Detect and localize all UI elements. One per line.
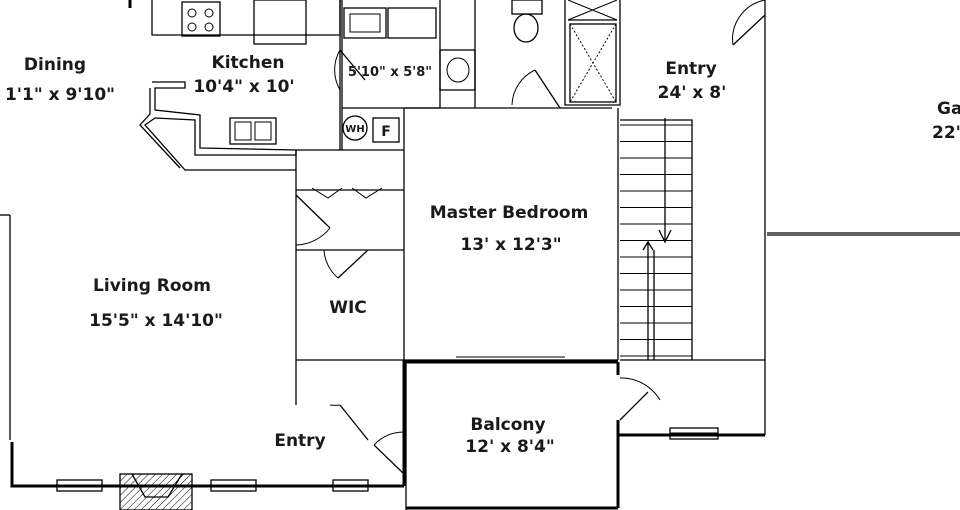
shower-icon [567, 0, 618, 103]
refrigerator-icon [253, 0, 307, 45]
dining-label: Dining [24, 55, 86, 75]
living-room-dims: 15'5" x 14'10" [89, 311, 223, 331]
water-heater-icon: WH [342, 115, 368, 141]
garage-label: Ga [937, 99, 960, 119]
fireplace-icon [119, 473, 193, 510]
washer-dryer-icon [343, 7, 437, 39]
water-heater-label: WH [345, 124, 364, 135]
toilet-icon [511, 0, 543, 43]
kitchen-label: Kitchen [212, 53, 285, 73]
kitchen-sink-icon [229, 117, 277, 145]
wic-label: WIC [329, 298, 367, 318]
furnace-icon: F [372, 117, 400, 143]
bath-sink-icon [439, 49, 476, 91]
entry-bottom-label: Entry [274, 431, 325, 451]
living-room-label: Living Room [93, 276, 211, 296]
entry-top-dims: 24' x 8' [658, 83, 727, 103]
entry-top-label: Entry [665, 59, 716, 79]
stairs [620, 124, 692, 357]
doors [295, 0, 766, 475]
garage-dims: 22' [932, 123, 960, 143]
stove-icon [181, 1, 221, 37]
balcony-label: Balcony [470, 415, 545, 435]
dining-dims: 1'1" x 9'10" [5, 85, 115, 105]
master-bedroom-dims: 13' x 12'3" [460, 235, 561, 255]
bath-dims: 5'10" x 5'8" [348, 65, 432, 80]
furnace-label: F [381, 124, 391, 140]
balcony-dims: 12' x 8'4" [465, 437, 554, 457]
kitchen-dims: 10'4" x 10' [193, 77, 294, 97]
master-bedroom-label: Master Bedroom [430, 203, 589, 223]
windows [56, 427, 719, 492]
stairs-arrow-icon [642, 118, 672, 360]
